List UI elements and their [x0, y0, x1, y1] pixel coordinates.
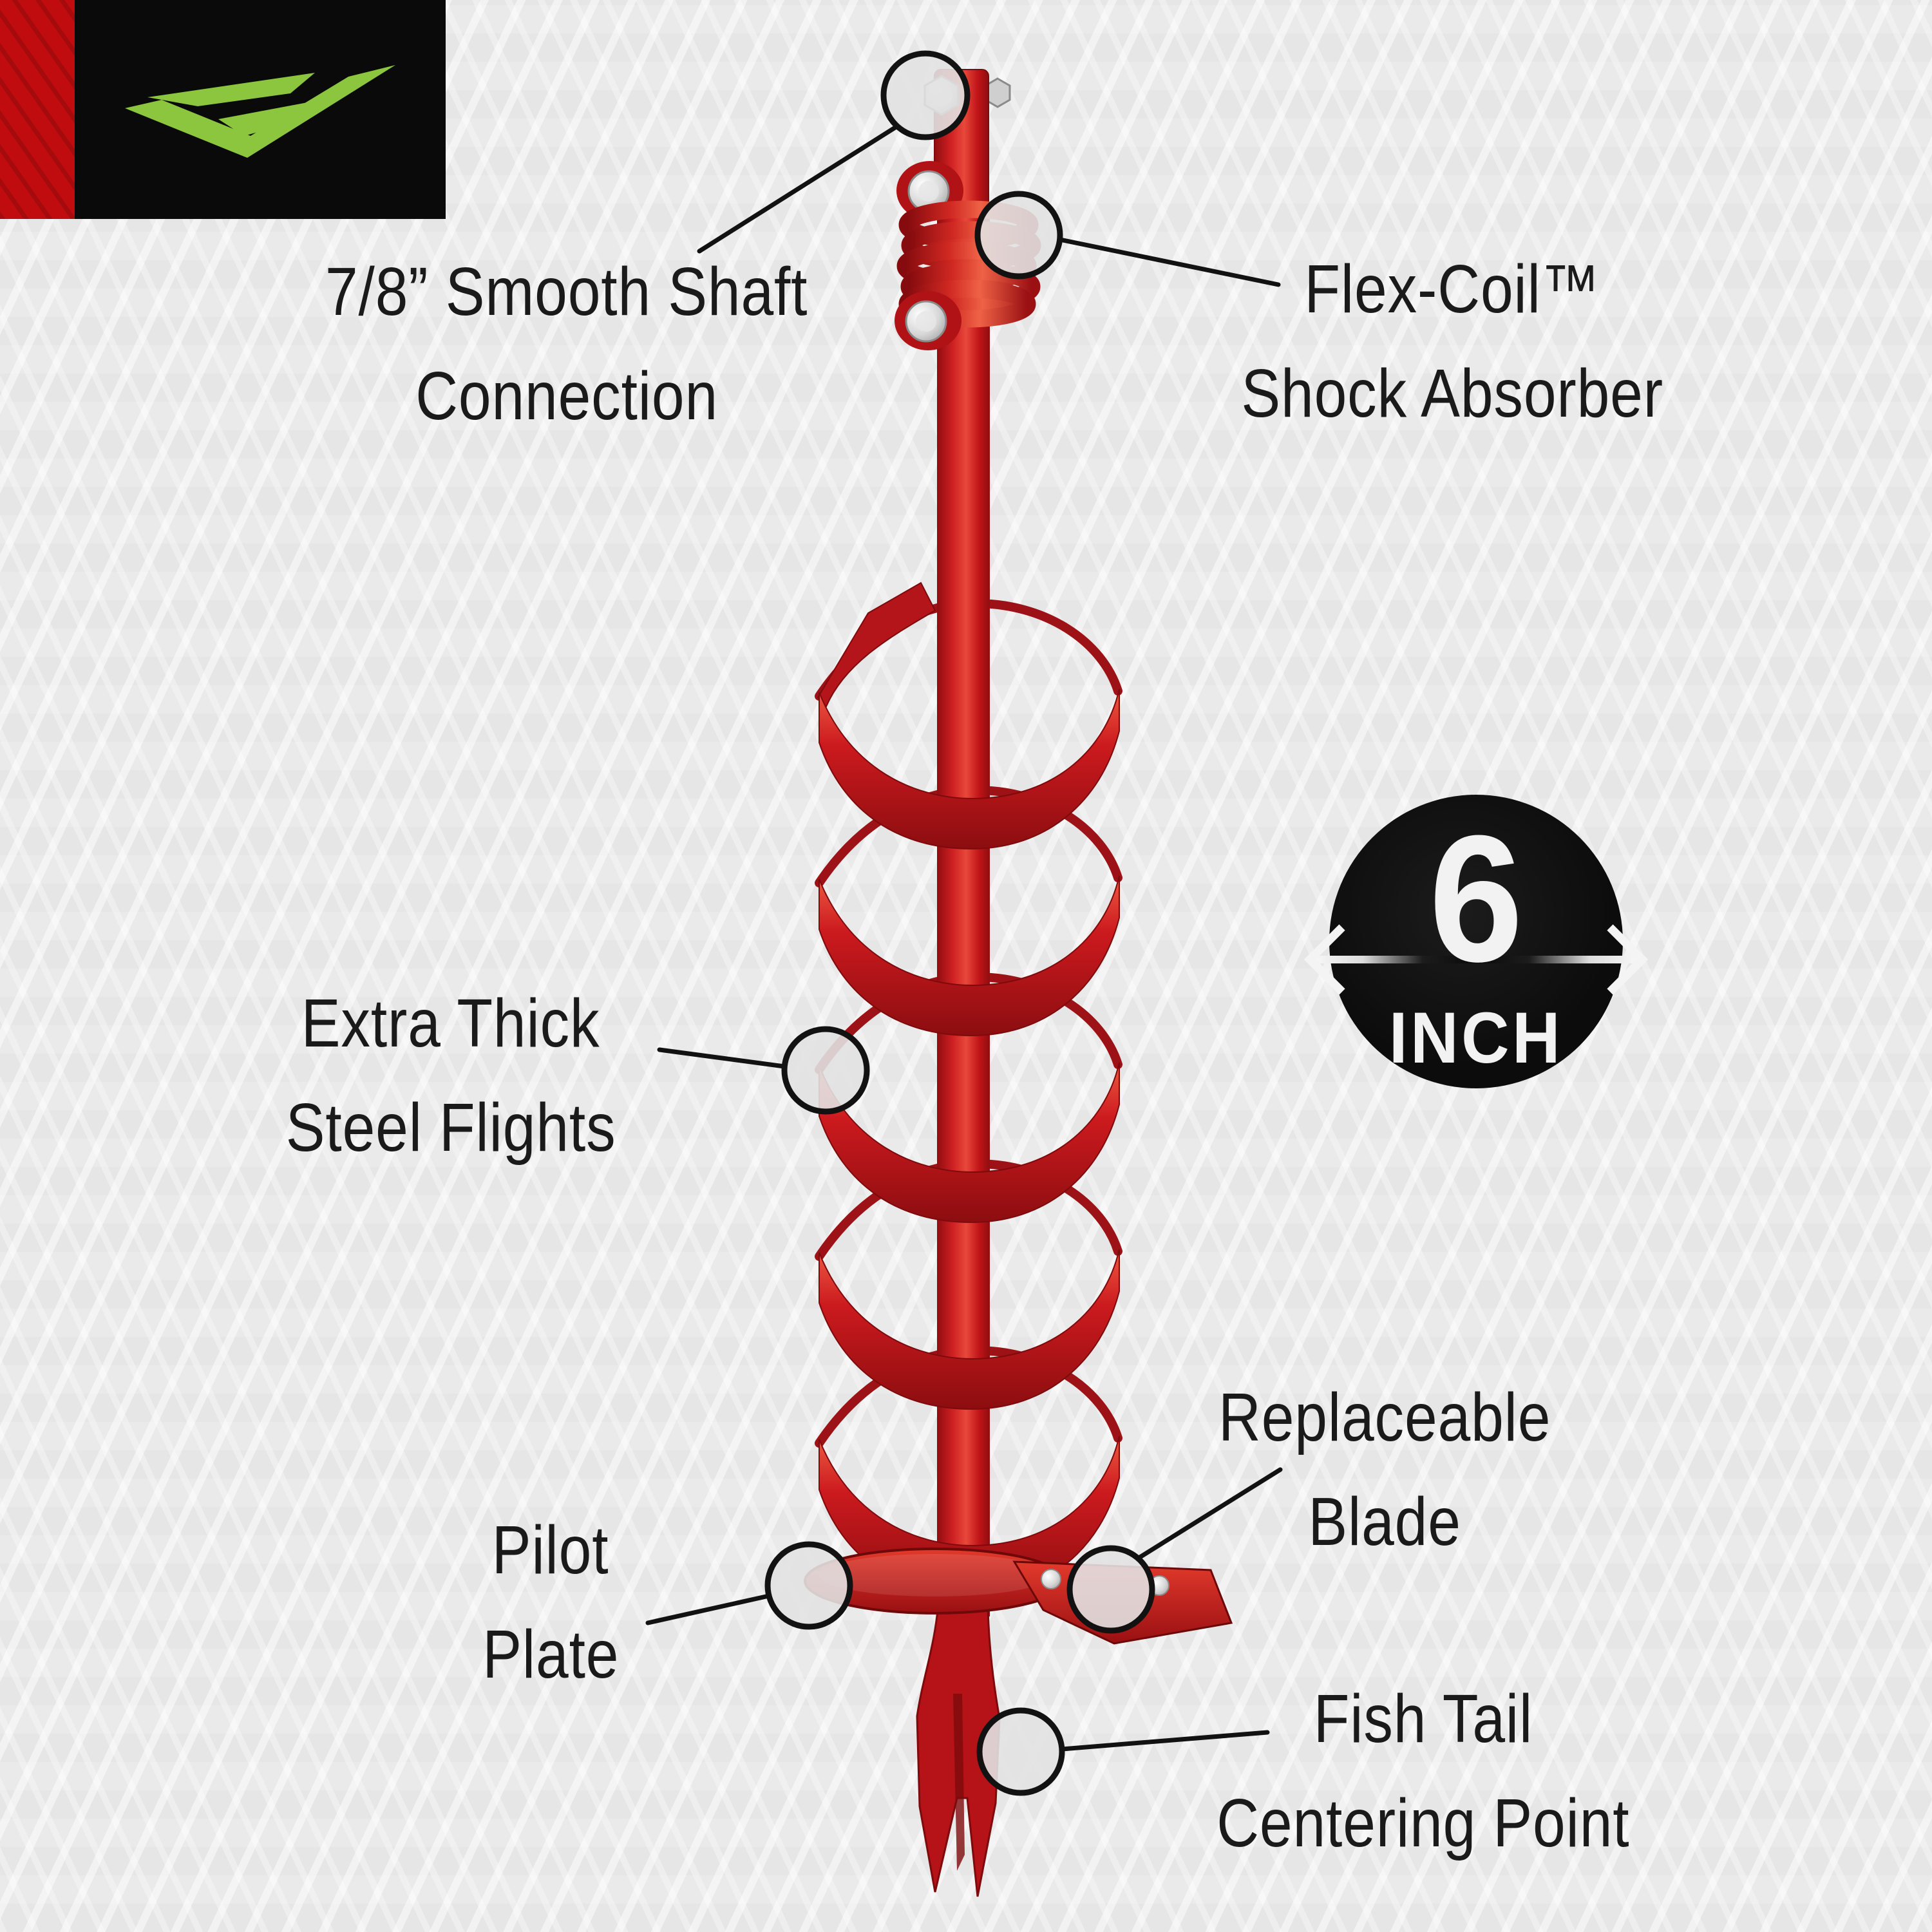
- label-line: Plate: [482, 1616, 620, 1692]
- label-line: Pilot: [492, 1512, 609, 1588]
- callout-marker-pilot-plate: [764, 1541, 853, 1630]
- brand-banner: [0, 0, 446, 219]
- callout-line-fish-tail: [1059, 1730, 1270, 1752]
- label-line: Connection: [415, 358, 718, 434]
- callout-label-fish-tail: Fish Tail Centering Point: [972, 1667, 1874, 1875]
- banner-red-stripe: [0, 0, 75, 219]
- callout-label-replaceable-blade: Replaceable Blade: [1030, 1365, 1739, 1574]
- label-line: Flex-Coil™: [1304, 251, 1600, 327]
- label-line: Shock Absorber: [1241, 355, 1663, 431]
- callout-marker-flex-coil: [974, 191, 1063, 279]
- label-line: Blade: [1308, 1484, 1461, 1560]
- callout-line-replaceable-blade: [1137, 1467, 1283, 1560]
- label-line: Fish Tail: [1313, 1681, 1533, 1757]
- callout-label-pilot-plate: Pilot Plate: [293, 1498, 808, 1707]
- pilot-plate: [804, 1548, 1066, 1615]
- left-right-measure-arrow-icon: [1303, 924, 1649, 995]
- callout-line-pilot-plate: [645, 1593, 772, 1625]
- brand-logo-icon: [125, 65, 395, 158]
- callout-label-steel-flights: Extra Thick Steel Flights: [64, 971, 837, 1180]
- label-line: Steel Flights: [285, 1090, 616, 1166]
- callout-line-steel-flights: [657, 1047, 787, 1069]
- label-line: Extra Thick: [301, 985, 600, 1061]
- label-line: Centering Point: [1217, 1785, 1630, 1861]
- badge-size-unit: INCH: [1388, 998, 1564, 1078]
- banner-black-panel: [75, 0, 446, 219]
- callout-label-shaft-connection: 7/8” Smooth Shaft Connection: [116, 240, 1018, 448]
- label-line: 7/8” Smooth Shaft: [325, 254, 808, 330]
- callout-marker-steel-flights: [781, 1026, 870, 1115]
- blade-bolt: [1041, 1569, 1061, 1589]
- badge-size-value: 6: [1428, 799, 1524, 999]
- callout-marker-fish-tail: [976, 1707, 1065, 1796]
- fish-tail-point: [916, 1609, 1001, 1897]
- label-line: Replaceable: [1218, 1379, 1551, 1455]
- callout-markers: [645, 50, 1283, 1796]
- callout-line-shaft-connection: [697, 125, 898, 254]
- callout-label-flex-coil: Flex-Coil™ Shock Absorber: [1001, 237, 1903, 446]
- callout-marker-replaceable-blade: [1066, 1545, 1155, 1634]
- size-badge: 6 INCH: [1303, 795, 1649, 1088]
- callout-marker-shaft-connection: [880, 50, 971, 140]
- callout-line-flex-coil: [1057, 237, 1281, 287]
